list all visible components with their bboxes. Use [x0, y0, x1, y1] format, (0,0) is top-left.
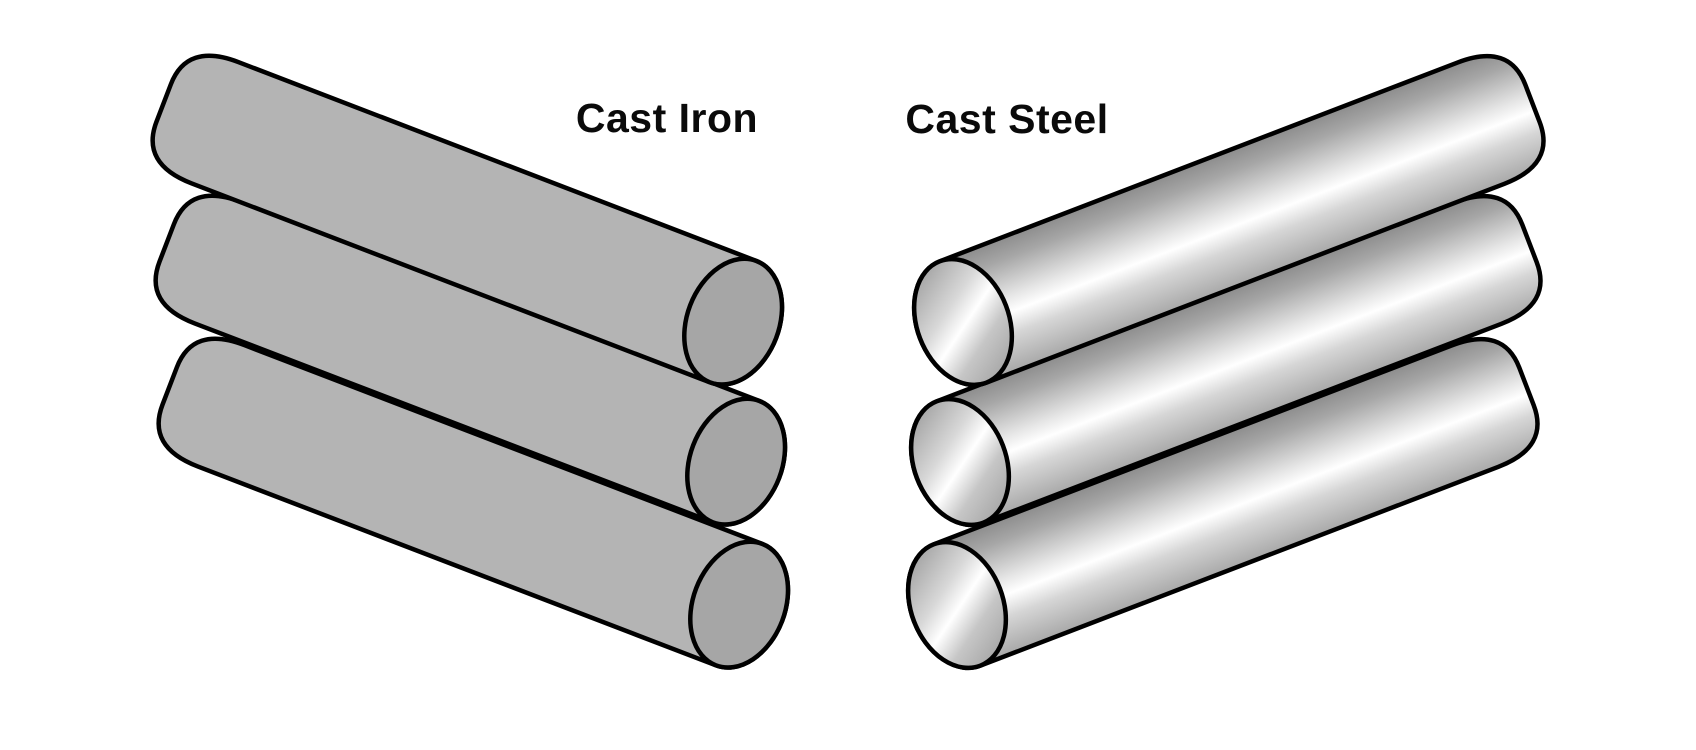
cylinder-end-face [905, 539, 1009, 671]
cylinder-end-face [908, 396, 1012, 528]
cylinder-end-face [682, 256, 785, 387]
cylinder-end-face [911, 256, 1015, 388]
cast-iron-label: Cast Iron [576, 95, 758, 141]
cylinder-end-face [688, 539, 791, 670]
cast-iron-cylinder-middle [153, 193, 788, 527]
cast-steel-cylinder-bottom [905, 336, 1540, 671]
cast-steel-label: Cast Steel [905, 96, 1108, 142]
cast-steel-cylinder-top [911, 53, 1546, 388]
cylinder-end-face [685, 396, 788, 527]
cast-iron-group [150, 53, 791, 670]
cast-steel-cylinder-middle [908, 193, 1543, 528]
cast-iron-cylinder-top [150, 53, 785, 387]
cast-iron-cylinder-bottom [156, 336, 791, 670]
cast-steel-group [905, 53, 1546, 671]
